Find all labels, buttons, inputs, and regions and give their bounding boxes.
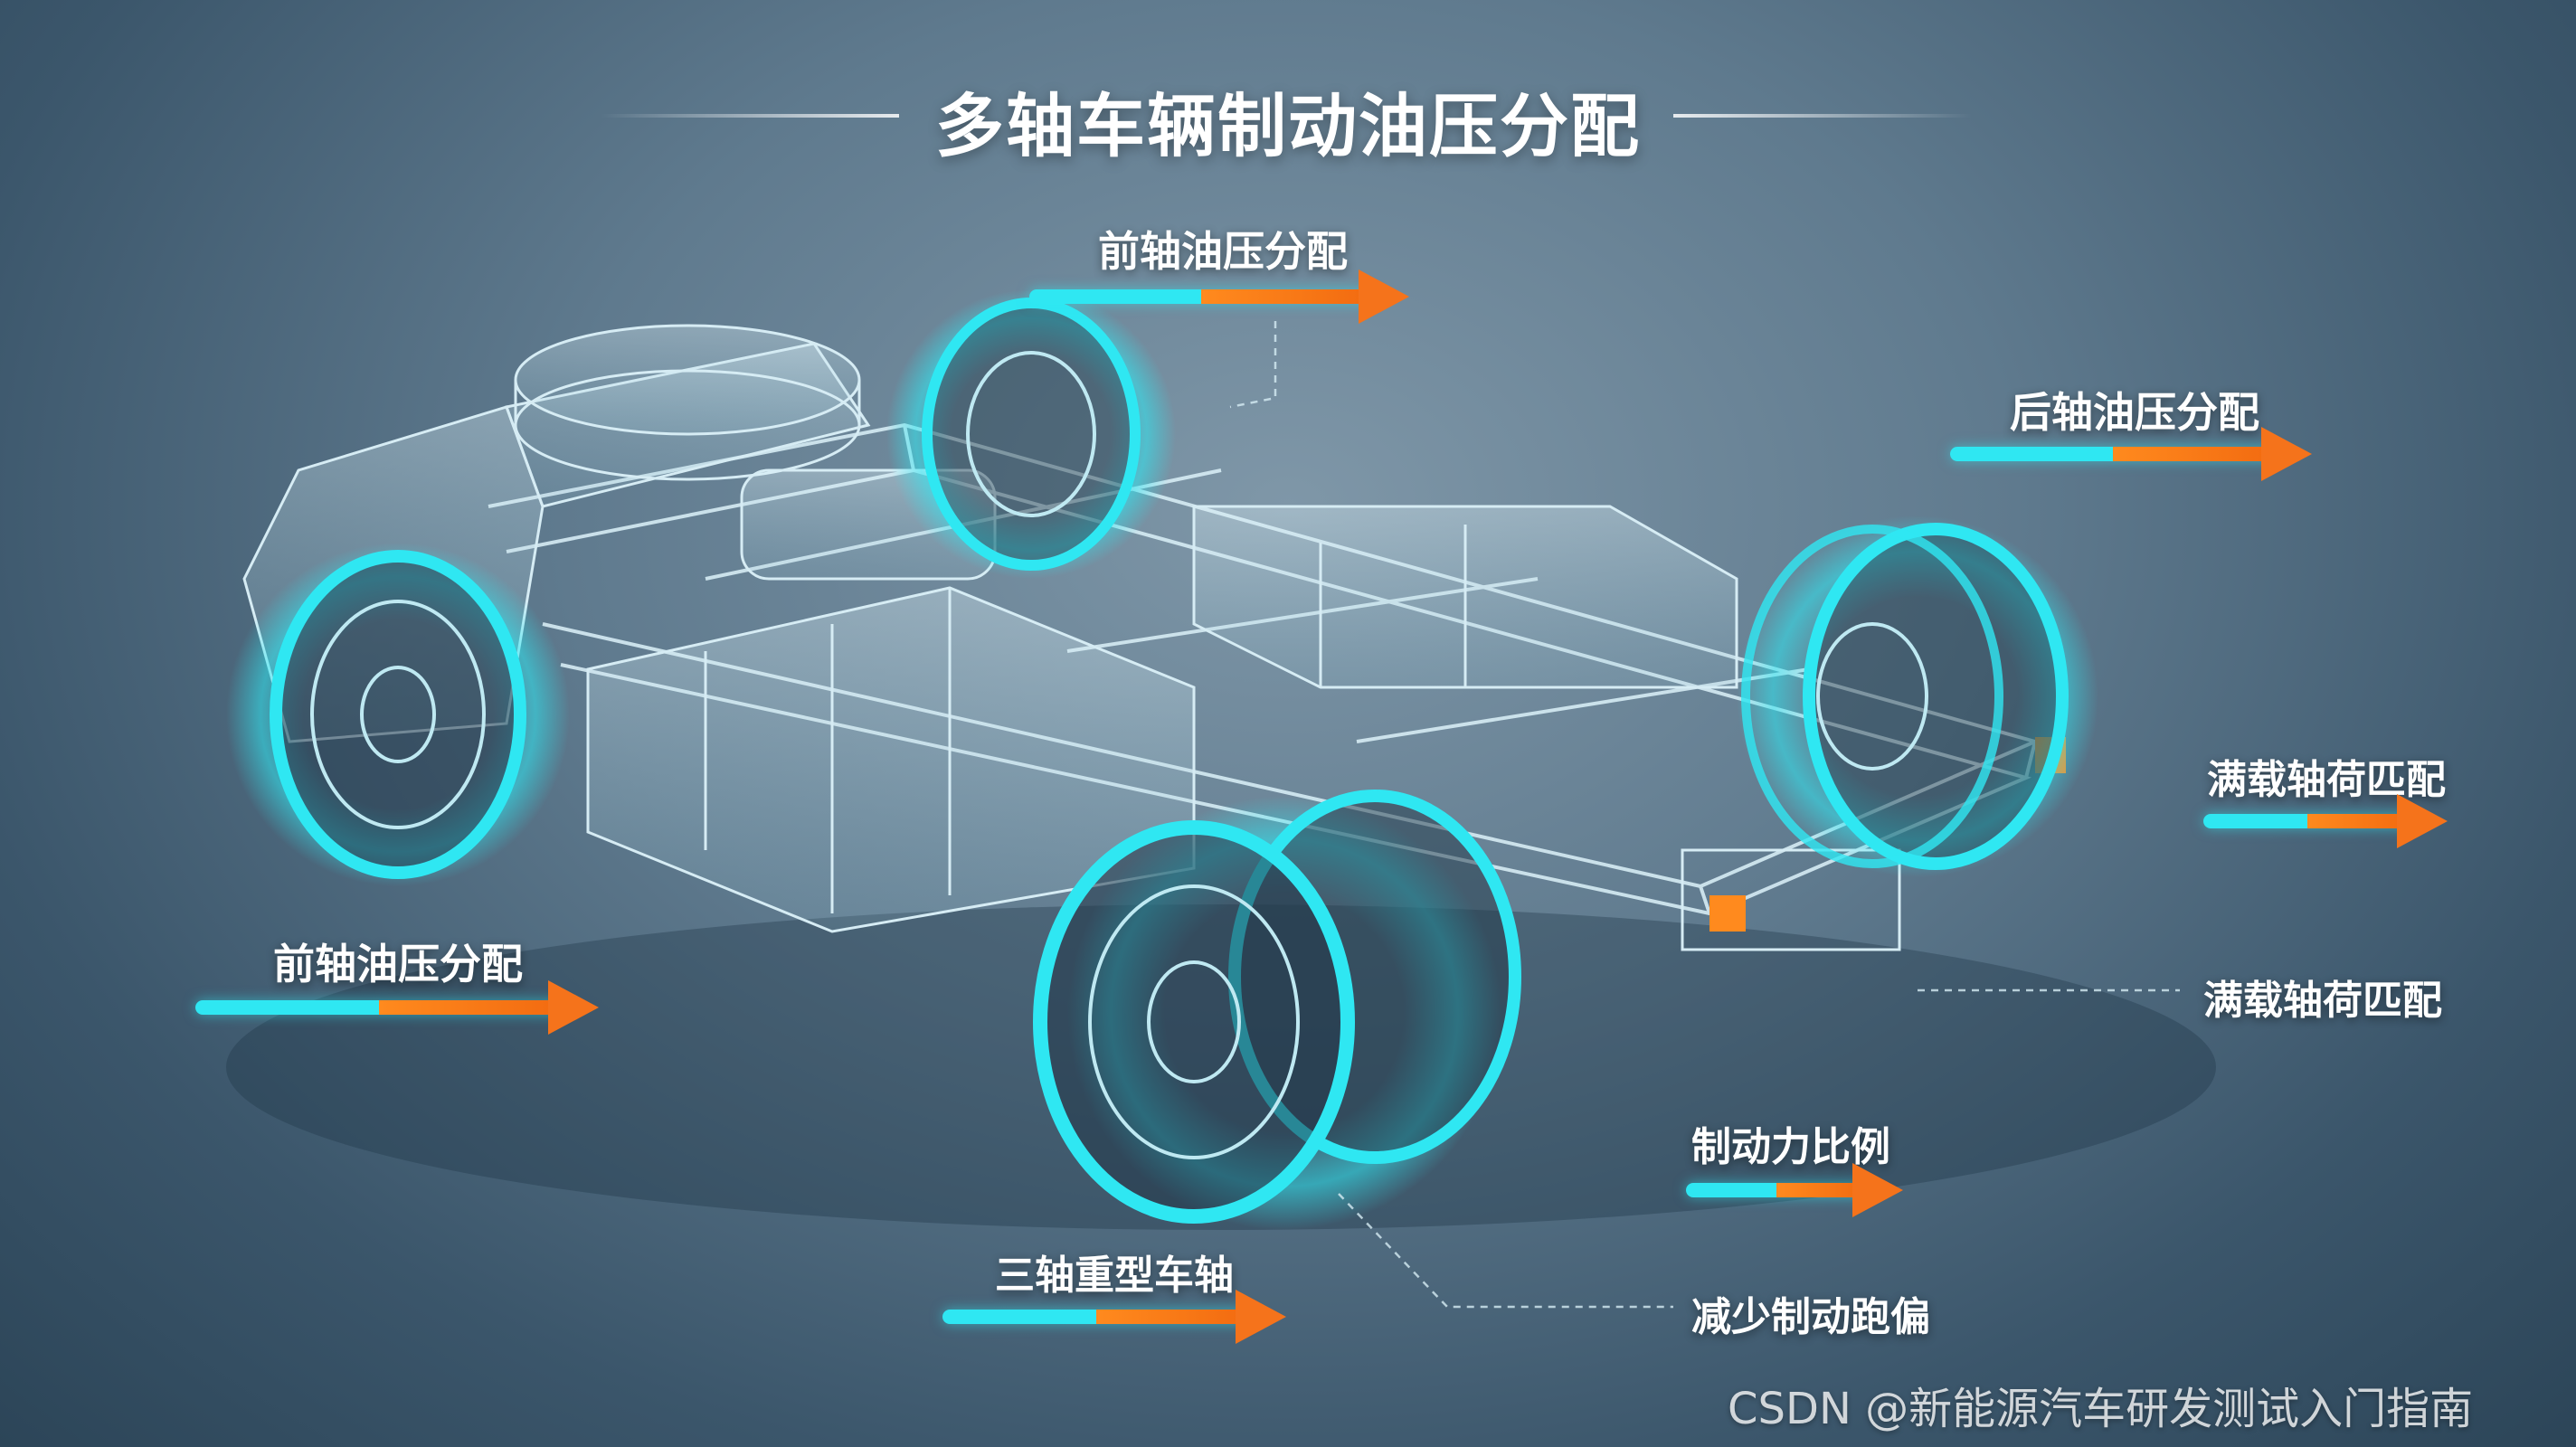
label-full-load-2: 满载轴荷匹配 xyxy=(2203,978,2442,1024)
arrow-right-icon xyxy=(548,980,599,1035)
label-brake-ratio: 制动力比例 xyxy=(1691,1124,1890,1170)
arrow-right-icon xyxy=(1852,1163,1903,1217)
arrow-front-axle-top xyxy=(1029,270,1409,324)
arrow-right-icon xyxy=(1359,270,1409,324)
wheel-rear-right xyxy=(1737,515,2098,877)
leader-lines xyxy=(1229,321,2180,1309)
arrow-front-axle-left xyxy=(195,980,599,1035)
label-tri-axle: 三轴重型车轴 xyxy=(995,1253,1234,1299)
title-decor-left xyxy=(601,114,899,118)
arrow-right-icon xyxy=(2261,427,2312,481)
wheel-front-left xyxy=(226,543,570,886)
wheels xyxy=(226,289,2098,1230)
wheel-front-right xyxy=(886,289,1176,579)
watermark: CSDN @新能源汽车研发测试入门指南 xyxy=(1728,1384,2474,1434)
label-front-axle-top: 前轴油压分配 xyxy=(1098,227,1348,276)
arrow-right-icon xyxy=(2397,794,2448,848)
label-reduce-pull: 减少制动跑偏 xyxy=(1691,1294,1930,1340)
arrow-brake-ratio xyxy=(1686,1163,1903,1217)
label-front-axle-left: 前轴油压分配 xyxy=(273,940,523,988)
wheel-rear-left xyxy=(1033,790,1521,1230)
arrow-tri-axle xyxy=(942,1290,1286,1344)
fuel-tanks xyxy=(586,505,1738,933)
arrow-right-icon xyxy=(1236,1290,1286,1344)
title-decor-right xyxy=(1673,114,1972,118)
label-rear-axle: 后轴油压分配 xyxy=(2010,388,2259,437)
arrow-full-load-1 xyxy=(2203,794,2448,848)
page-title: 多轴车辆制动油压分配 xyxy=(935,86,1641,166)
arrow-rear-axle xyxy=(1950,427,2312,481)
